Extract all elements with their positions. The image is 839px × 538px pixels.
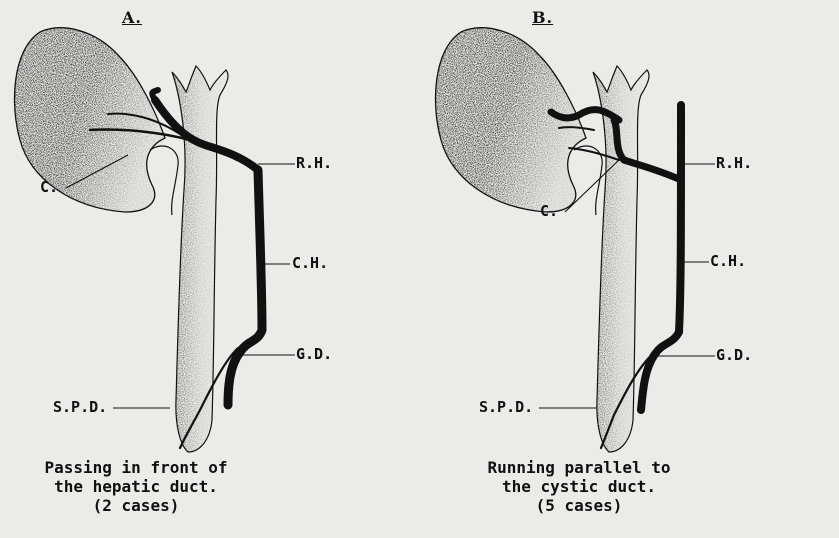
label-c: C.	[540, 202, 558, 220]
label-c: C.	[40, 178, 58, 196]
cystic-duct	[150, 146, 178, 215]
label-rh: R.H.	[296, 154, 332, 172]
panel-b: B. R.H. C. C.H. G.D. S.P.D.	[419, 0, 839, 538]
caption-b: Running parallel to the cystic duct. (5 …	[459, 458, 699, 515]
caption-line: Running parallel to	[459, 458, 699, 477]
gallbladder	[15, 28, 165, 212]
caption-line: the hepatic duct.	[16, 477, 256, 496]
caption-a: Passing in front of the hepatic duct. (2…	[16, 458, 256, 515]
label-spd: S.P.D.	[53, 398, 107, 416]
caption-line: Passing in front of	[16, 458, 256, 477]
caption-line: the cystic duct.	[459, 477, 699, 496]
label-spd: S.P.D.	[479, 398, 533, 416]
caption-line: (5 cases)	[459, 496, 699, 515]
label-gd: G.D.	[716, 346, 752, 364]
common-bile-duct	[172, 66, 228, 452]
label-gd: G.D.	[296, 345, 332, 363]
label-rh: R.H.	[716, 154, 752, 172]
label-ch: C.H.	[710, 252, 746, 270]
caption-line: (2 cases)	[16, 496, 256, 515]
panel-a: A. R.H.	[0, 0, 420, 538]
label-ch: C.H.	[292, 254, 328, 272]
